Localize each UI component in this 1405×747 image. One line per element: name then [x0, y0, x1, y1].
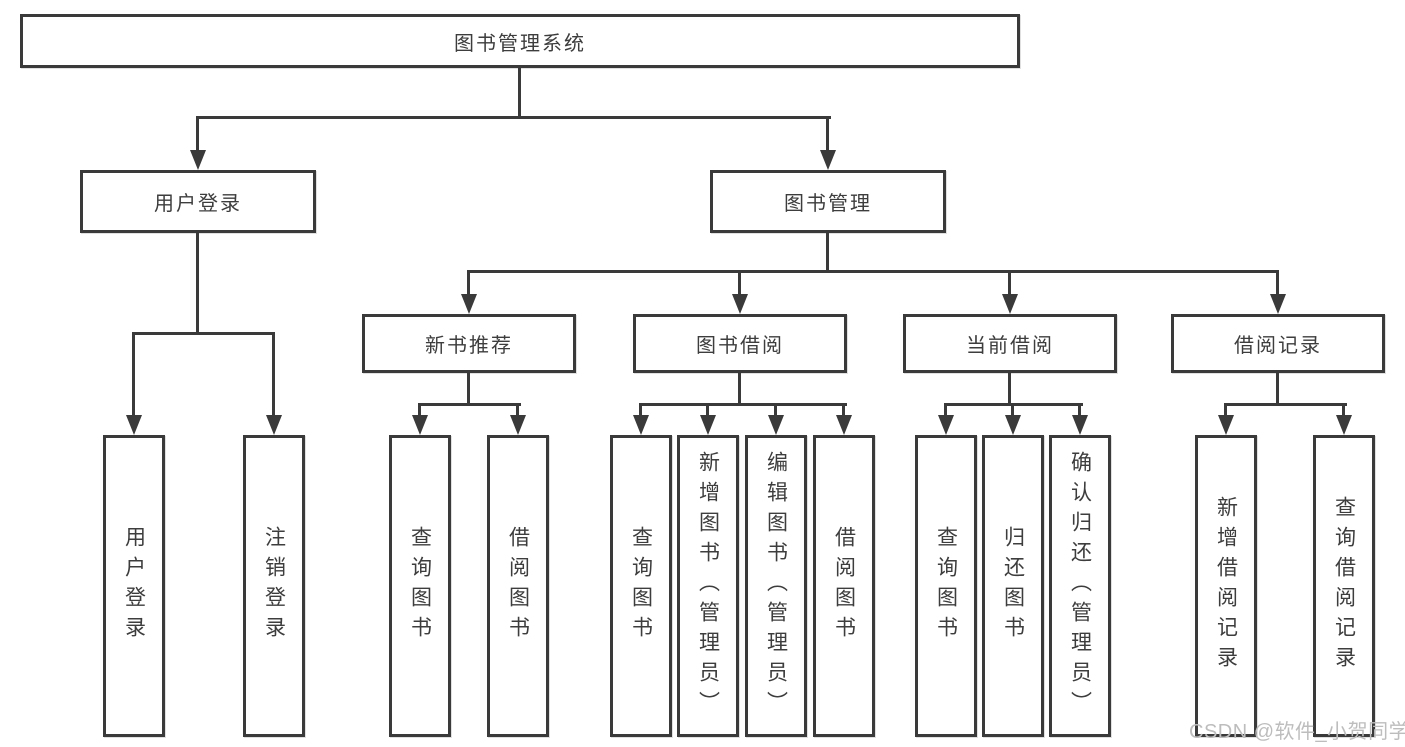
- arrowhead-module3: [1002, 294, 1018, 314]
- leaf-borrow-books-borrowing: 借阅图书: [813, 435, 875, 737]
- arrowhead-records-leaf1: [1218, 415, 1234, 435]
- connector-borrowing-leaf1-v: [639, 403, 642, 418]
- arrowhead-borrowing-leaf1: [633, 415, 649, 435]
- connector-current-leaf1-v: [944, 403, 947, 418]
- connector-mgmt-h: [467, 270, 1279, 273]
- node-new-book-recommend: 新书推荐: [362, 314, 576, 373]
- connector-root-v: [518, 68, 521, 118]
- leaf-user-login: 用户登录: [103, 435, 165, 737]
- connector-borrowing-v: [738, 373, 741, 406]
- arrowhead-current-leaf2: [1005, 415, 1021, 435]
- connector-login-leaf1-v: [132, 332, 135, 417]
- arrowhead-current-leaf1: [938, 415, 954, 435]
- connector-module3-v: [1008, 270, 1011, 297]
- leaf-confirm-return-admin: 确认归还（管理员）: [1049, 435, 1111, 737]
- arrowhead-current-leaf3: [1072, 415, 1088, 435]
- connector-records-v: [1276, 373, 1279, 406]
- leaf-query-books-current: 查询图书: [915, 435, 977, 737]
- connector-mgmt-v: [826, 233, 829, 273]
- node-borrow-records: 借阅记录: [1171, 314, 1385, 373]
- connector-borrowing-leaf3-v: [774, 403, 777, 418]
- connector-module2-v: [738, 270, 741, 297]
- connector-login-leaf2-v: [272, 332, 275, 417]
- node-root: 图书管理系统: [20, 14, 1020, 68]
- leaf-query-borrow-record: 查询借阅记录: [1313, 435, 1375, 737]
- arrowhead-borrowing-leaf3: [768, 415, 784, 435]
- node-book-management: 图书管理: [710, 170, 946, 233]
- node-current-borrowing: 当前借阅: [903, 314, 1117, 373]
- connector-root-h: [196, 116, 831, 119]
- node-book-borrowing: 图书借阅: [633, 314, 847, 373]
- arrowhead-records-leaf2: [1336, 415, 1352, 435]
- connector-login-v: [196, 233, 199, 334]
- arrowhead-login-leaf2: [266, 415, 282, 435]
- connector-records-leaf1-v: [1224, 403, 1227, 418]
- arrowhead-branch1: [190, 150, 206, 170]
- connector-borrowing-leaf4-v: [842, 403, 845, 418]
- connector-recommend-leaf1-v: [418, 403, 421, 418]
- connector-recommend-h: [418, 403, 521, 406]
- connector-current-leaf2-v: [1011, 403, 1014, 418]
- arrowhead-borrowing-leaf4: [836, 415, 852, 435]
- leaf-query-books-borrowing: 查询图书: [610, 435, 672, 737]
- connector-branch1-v: [196, 116, 199, 152]
- arrowhead-recommend-leaf1: [412, 415, 428, 435]
- connector-borrowing-h: [639, 403, 847, 406]
- arrowhead-borrowing-leaf2: [700, 415, 716, 435]
- connector-module1-v: [467, 270, 470, 297]
- leaf-edit-book-admin: 编辑图书（管理员）: [745, 435, 807, 737]
- leaf-borrow-books-recommend: 借阅图书: [487, 435, 549, 737]
- leaf-logout: 注销登录: [243, 435, 305, 737]
- connector-module4-v: [1276, 270, 1279, 297]
- connector-records-leaf2-v: [1342, 403, 1345, 418]
- connector-borrowing-leaf2-v: [706, 403, 709, 418]
- arrowhead-module2: [732, 294, 748, 314]
- connector-records-h: [1224, 403, 1347, 406]
- arrowhead-recommend-leaf2: [510, 415, 526, 435]
- leaf-add-book-admin: 新增图书（管理员）: [677, 435, 739, 737]
- node-user-login: 用户登录: [80, 170, 316, 233]
- connector-recommend-v: [467, 373, 470, 406]
- arrowhead-branch2: [820, 150, 836, 170]
- arrowhead-module1: [461, 294, 477, 314]
- arrowhead-module4: [1270, 294, 1286, 314]
- leaf-query-books-recommend: 查询图书: [389, 435, 451, 737]
- connector-login-h: [132, 332, 275, 335]
- connector-current-v: [1008, 373, 1011, 406]
- connector-recommend-leaf2-v: [516, 403, 519, 418]
- connector-current-leaf3-v: [1078, 403, 1081, 418]
- csdn-watermark: CSDN @软件_小贺同学: [1189, 721, 1405, 743]
- leaf-add-borrow-record: 新增借阅记录: [1195, 435, 1257, 737]
- leaf-return-book: 归还图书: [982, 435, 1044, 737]
- arrowhead-login-leaf1: [126, 415, 142, 435]
- connector-branch2-v: [826, 116, 829, 152]
